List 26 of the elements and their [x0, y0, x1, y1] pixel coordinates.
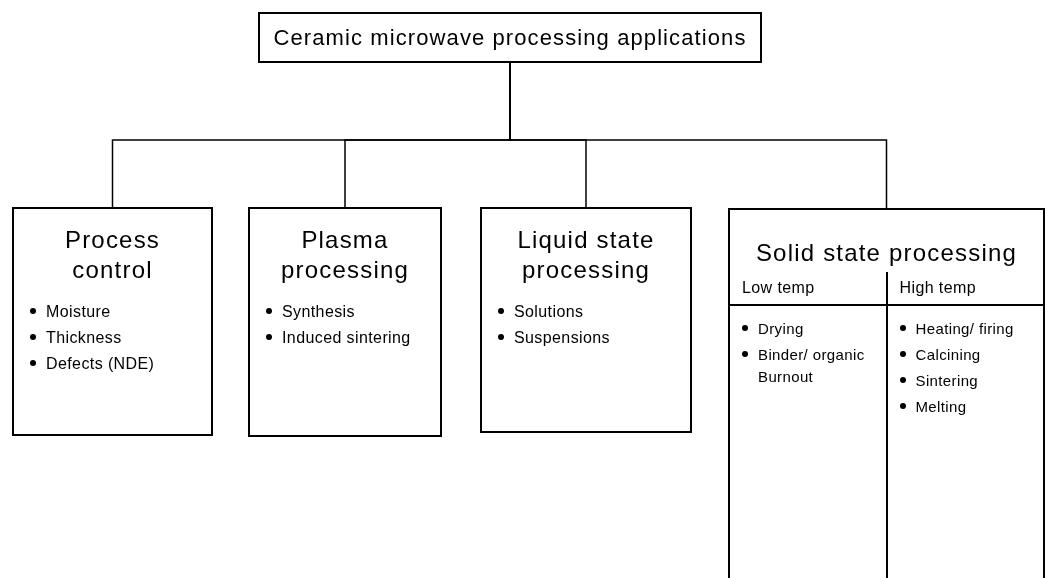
list-item: Sintering: [915, 371, 979, 391]
list-item: Calcining: [915, 345, 981, 365]
list-item: Moisture: [46, 302, 111, 322]
heading: Liquid state processing: [516, 225, 656, 285]
category-box: [248, 207, 442, 437]
list-item: Suspensions: [514, 328, 611, 348]
list-item: Melting: [915, 397, 967, 417]
box-title: Ceramic microwave processing applications: [273, 24, 747, 52]
column-heading: High temp: [899, 278, 977, 298]
heading: Solid state processing: [754, 238, 1019, 268]
column-heading: Low temp: [742, 278, 815, 298]
list-item: Drying: [758, 319, 804, 339]
column-panel: [730, 272, 888, 578]
list-item: Heating/ firing: [915, 319, 1014, 339]
category-box: [12, 207, 213, 436]
list-item: Solutions: [514, 302, 584, 322]
list-item: Induced sintering: [282, 328, 411, 348]
list-item: Thickness: [46, 328, 122, 348]
heading: Process control: [63, 225, 162, 285]
list-item: Synthesis: [282, 302, 355, 322]
heading: Plasma processing: [279, 225, 411, 285]
category-box: [728, 208, 1045, 578]
title-box: [258, 12, 762, 63]
category-box: [480, 207, 692, 433]
list-item: Defects (NDE): [46, 354, 155, 374]
list-item: Binder/ organic Burnout: [758, 345, 866, 387]
